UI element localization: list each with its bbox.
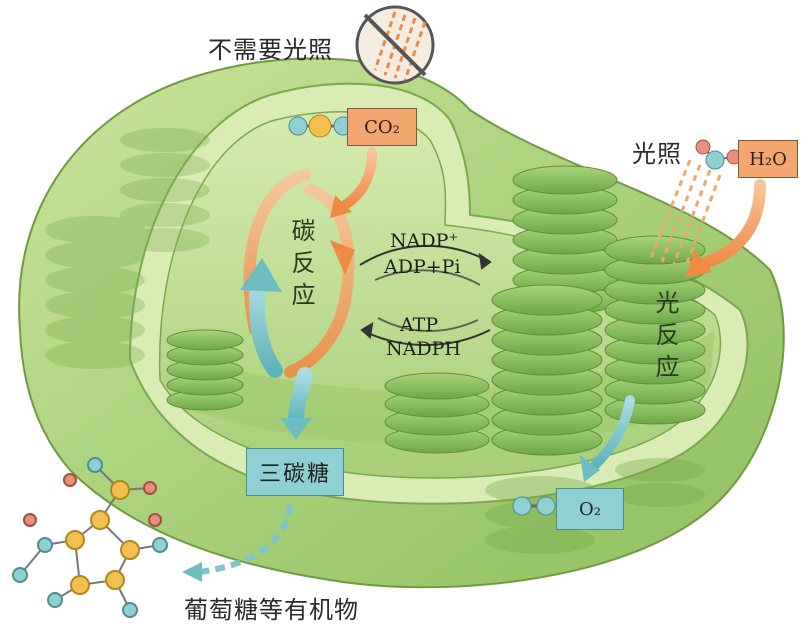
light-label: 光照 xyxy=(632,140,682,168)
h2o-arrowhead xyxy=(685,250,712,278)
h2o-molecule-icon xyxy=(695,139,742,170)
granum-stack-middle-low xyxy=(384,372,490,454)
h2o-box: H₂O xyxy=(738,140,798,178)
outer-grana-ghost xyxy=(45,128,210,369)
granum-stack-left xyxy=(166,329,244,411)
light-rays xyxy=(648,159,722,267)
co2-arrow xyxy=(340,147,377,210)
o2-molecule-icon xyxy=(512,496,556,516)
carbon-reaction-label: 碳反应 xyxy=(287,218,315,314)
light-reaction-label: 光反应 xyxy=(651,290,679,386)
co2-label: CO₂ xyxy=(364,116,400,138)
co2-box: CO₂ xyxy=(347,108,417,146)
glucose-label: 葡萄糖等有机物 xyxy=(184,596,359,624)
h2o-arrow xyxy=(694,179,766,271)
co2-molecule-icon xyxy=(288,114,353,138)
energy-exchange-arrows xyxy=(359,244,492,346)
nadph-label: NADPH xyxy=(386,338,461,360)
three-carbon-sugar-label: 三碳糖 xyxy=(258,462,331,487)
o2-arrow xyxy=(590,395,635,470)
co2-arrowhead xyxy=(330,195,352,218)
glucose-arrow xyxy=(199,504,293,575)
glucose-arrowhead xyxy=(182,562,202,582)
nadp-label: NADP⁺ xyxy=(390,230,459,252)
adp-pi-label: ADP+Pi xyxy=(384,256,461,278)
granum-stack-right xyxy=(604,235,706,425)
no-light-label: 不需要光照 xyxy=(208,36,333,64)
sun-blocked-icon xyxy=(355,5,435,85)
o2-label: O₂ xyxy=(579,498,601,520)
o2-arrowhead xyxy=(580,455,600,482)
o2-box: O₂ xyxy=(556,488,624,530)
three-carbon-sugar-box: 三碳糖 xyxy=(246,448,344,496)
atp-label: ATP xyxy=(400,314,439,336)
granum-stack-front xyxy=(491,284,603,456)
h2o-label: H₂O xyxy=(749,148,787,170)
glucose-molecule-icon xyxy=(12,457,168,618)
